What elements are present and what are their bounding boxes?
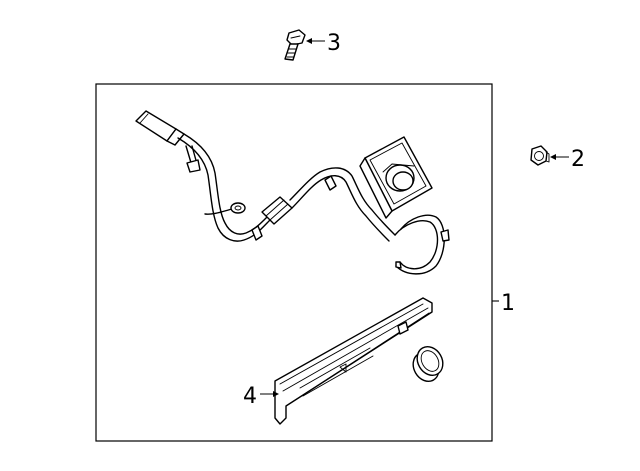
wiring-harness-part: [135, 110, 450, 275]
callout-1: 1: [501, 291, 515, 316]
callout-4: 4: [243, 384, 257, 409]
nut-part: [530, 145, 550, 166]
callout-arrow-3: [306, 38, 325, 44]
callout-arrow-2: [550, 154, 569, 160]
trim-strip-part: [274, 297, 433, 425]
assembly-frame: [95, 83, 493, 442]
callout-3: 3: [327, 31, 341, 56]
callout-arrow-4: [260, 391, 279, 397]
grommet-part: [412, 345, 444, 383]
bolt-part: [284, 29, 306, 61]
callout-2: 2: [571, 147, 585, 172]
